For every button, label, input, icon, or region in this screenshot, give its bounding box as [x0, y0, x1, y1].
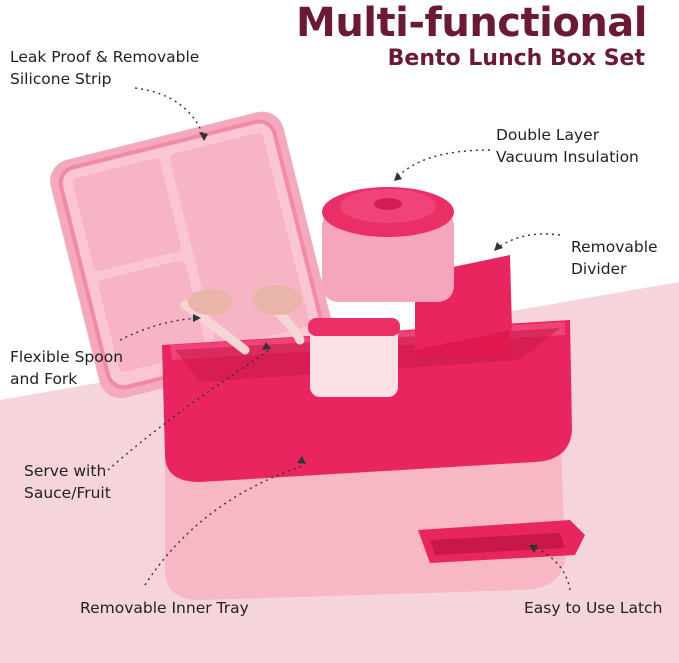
callout-spoon-line2: and Fork	[10, 370, 78, 388]
callout-double-layer: Double Layer Vacuum Insulation	[496, 124, 639, 168]
callout-sauce-line2: Sauce/Fruit	[24, 484, 111, 502]
callout-sauce-line1: Serve with	[24, 462, 107, 480]
page-title: Multi-functional	[296, 0, 647, 46]
arrowheads	[193, 132, 538, 553]
callout-inner-tray-line1: Removable Inner Tray	[80, 599, 249, 617]
callout-latch: Easy to Use Latch	[524, 597, 662, 619]
callout-divider-line1: Removable	[571, 238, 658, 256]
callout-leak-proof-line1: Leak Proof & Removable	[10, 48, 200, 66]
callout-inner-tray: Removable Inner Tray	[80, 597, 249, 619]
callout-spoon-fork: Flexible Spoon and Fork	[10, 346, 123, 390]
callout-divider-line2: Divider	[571, 260, 627, 278]
callout-sauce-fruit: Serve with Sauce/Fruit	[24, 460, 111, 504]
callout-spoon-line1: Flexible Spoon	[10, 348, 124, 366]
callout-latch-line1: Easy to Use Latch	[524, 599, 663, 617]
callout-double-layer-line2: Vacuum Insulation	[496, 148, 639, 166]
callout-removable-divider: Removable Divider	[571, 236, 658, 280]
page-subtitle: Bento Lunch Box Set	[387, 46, 645, 71]
callout-arrows	[107, 87, 571, 591]
spoon-and-fork	[180, 285, 305, 355]
sauce-cup	[310, 322, 398, 397]
callout-leak-proof-line2: Silicone Strip	[10, 70, 112, 88]
callout-leak-proof: Leak Proof & Removable Silicone Strip	[10, 46, 199, 90]
callout-double-layer-line1: Double Layer	[496, 126, 600, 144]
